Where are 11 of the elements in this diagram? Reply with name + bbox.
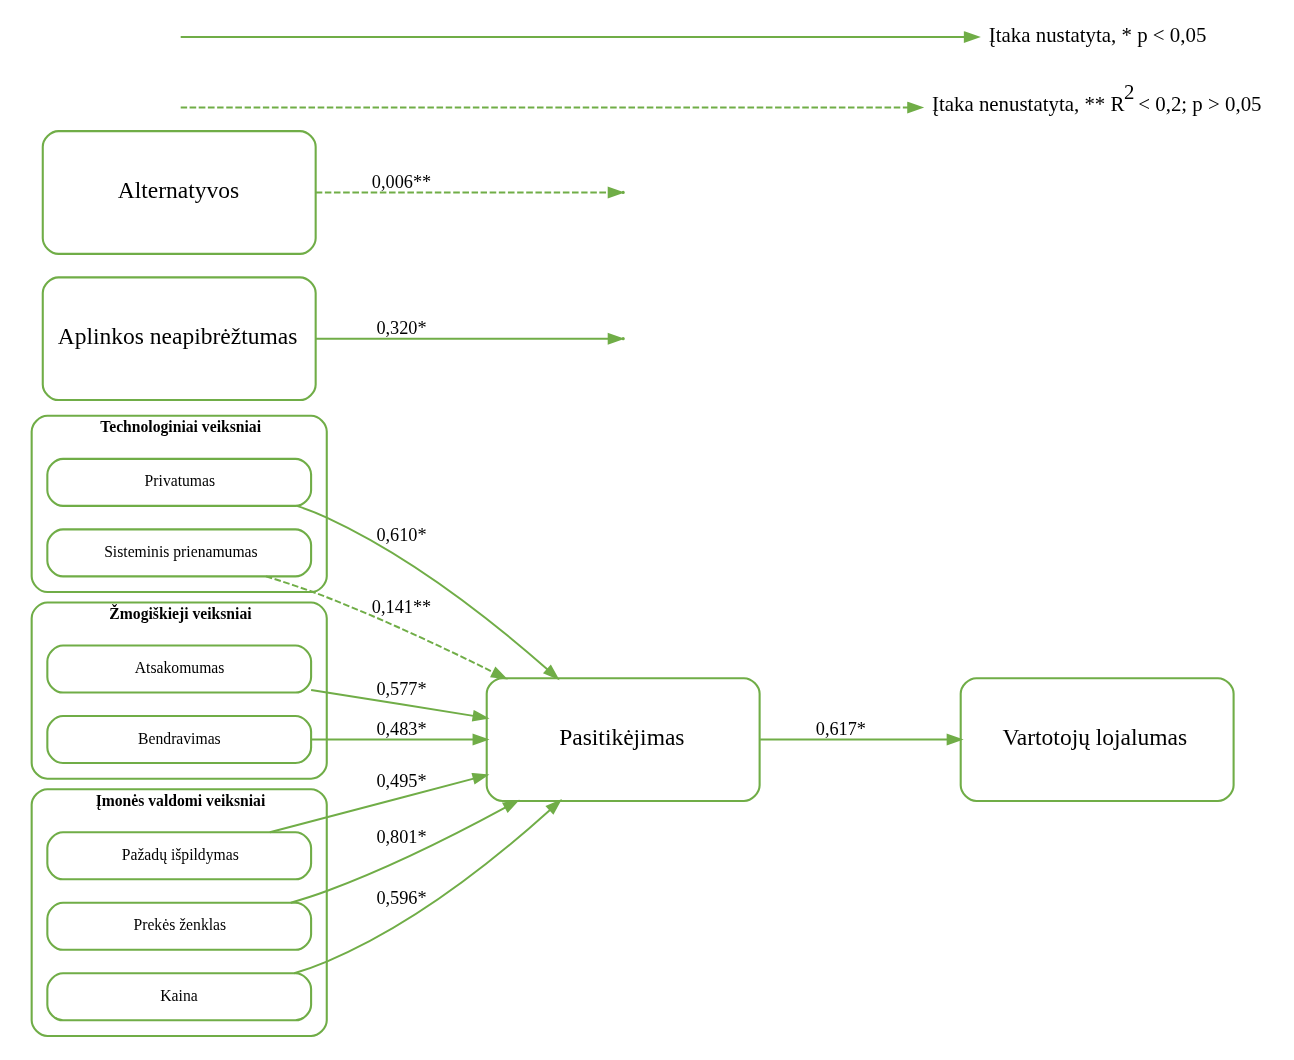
edge-label: 0,006**: [371, 171, 432, 192]
edge-label: 0,320*: [376, 317, 427, 338]
edge-label: 0,577*: [376, 679, 427, 700]
edge-label: 0,495*: [376, 770, 427, 791]
edge-label: 0,617*: [815, 718, 866, 739]
edge-label: 0,801*: [376, 826, 427, 847]
edge-label: 0,483*: [376, 718, 427, 739]
edge-label: 0,141**: [371, 597, 432, 618]
edge-label: 0,596*: [376, 888, 427, 909]
legend-label: Įtaka nustatyta, * p < 0,05: [988, 23, 1207, 48]
edge-label: 0,610*: [376, 525, 427, 546]
